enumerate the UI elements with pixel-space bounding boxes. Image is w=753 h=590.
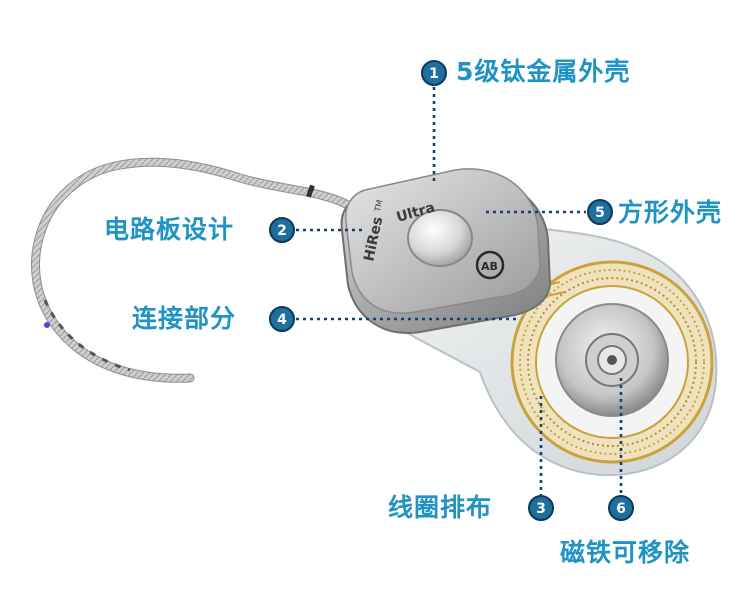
label-connection: 连接部分 (132, 304, 237, 333)
label-circuit-board: 电路板设计 (104, 215, 235, 244)
logo-text: AB (481, 260, 498, 273)
titanium-case: HiRes TM Ultra AB (340, 168, 552, 334)
badge-6: 6 (608, 495, 634, 521)
electrode-lead (31, 157, 353, 383)
leader-lines (296, 87, 623, 495)
svg-text:2: 2 (277, 223, 287, 239)
label-titanium-case: 5级钛金属外壳 (456, 57, 631, 86)
svg-text:6: 6 (616, 501, 626, 517)
badge-3: 3 (528, 495, 554, 521)
label-square-case: 方形外壳 (618, 198, 723, 227)
svg-text:1: 1 (429, 66, 439, 82)
badge-4: 4 (269, 306, 295, 332)
label-removable-magnet: 磁铁可移除 (560, 538, 691, 567)
magnet (555, 303, 669, 417)
badge-5: 5 (587, 199, 613, 225)
svg-text:3: 3 (536, 501, 546, 517)
device-tm-text: TM (373, 199, 384, 213)
svg-text:4: 4 (277, 312, 287, 328)
svg-text:5: 5 (595, 205, 605, 221)
badge-1: 1 (421, 60, 447, 86)
badge-2: 2 (269, 217, 295, 243)
label-coil-layout: 线圈排布 (388, 493, 493, 522)
